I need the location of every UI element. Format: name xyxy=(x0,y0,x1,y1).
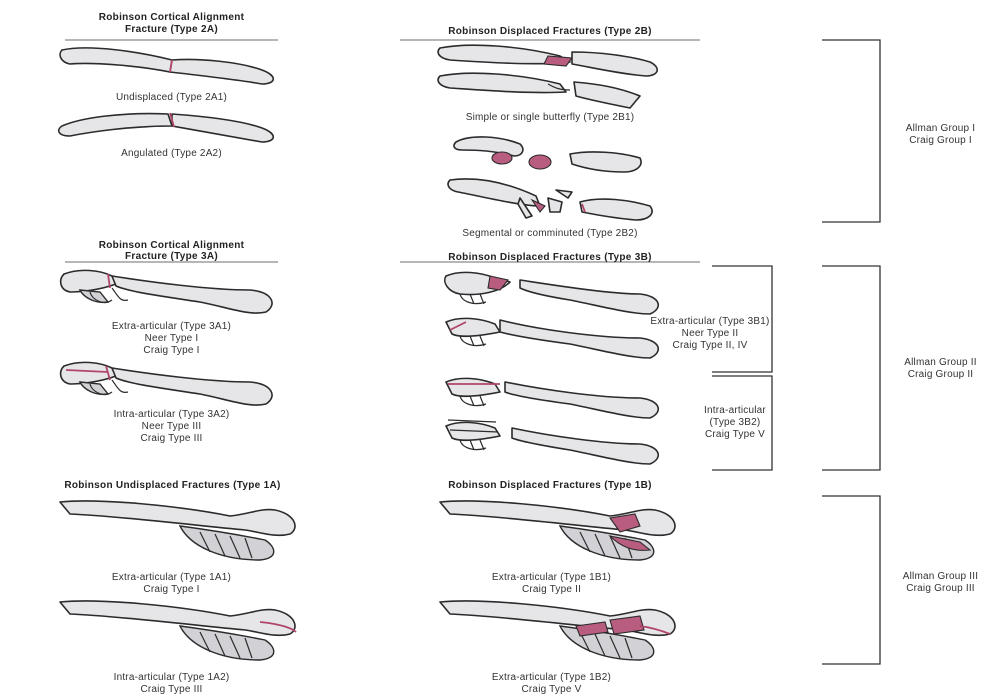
caption-3b2-line3: Craig Type V xyxy=(680,429,790,441)
group1-allman: Allman Group I xyxy=(880,123,1001,135)
caption-1b2-line2: Craig Type V xyxy=(445,684,658,696)
caption-3b1-line1: Extra-articular (Type 3B1) xyxy=(650,316,770,328)
bone-angulated-2a2 xyxy=(59,113,274,142)
title-type1b: Robinson Displaced Fractures (Type 1B) xyxy=(400,480,700,491)
title-type2b: Robinson Displaced Fractures (Type 2B) xyxy=(400,26,700,37)
caption-1a2-line2: Craig Type III xyxy=(65,684,278,696)
fracture-fragment xyxy=(529,155,551,169)
bone-3b2-a xyxy=(446,378,658,418)
bone-2b2-b xyxy=(448,179,652,220)
caption-3b2-line2: (Type 3B2) xyxy=(680,417,790,429)
caption-3b2-line1: Intra-articular xyxy=(680,405,790,417)
fracture-fragment xyxy=(544,56,572,66)
bone-undisplaced-2a1 xyxy=(60,48,273,84)
group2-craig: Craig Group II xyxy=(880,369,1001,381)
caption-2b1: Simple or single butterfly (Type 2B1) xyxy=(400,112,700,124)
caption-1a2-line1: Intra-articular (Type 1A2) xyxy=(65,672,278,684)
bone-2b1-a xyxy=(438,45,657,76)
group1-craig: Craig Group I xyxy=(880,135,1001,147)
caption-1a1-line2: Craig Type I xyxy=(65,584,278,596)
caption-1b1-line1: Extra-articular (Type 1B1) xyxy=(445,572,658,584)
bone-3b1-b xyxy=(446,318,658,358)
caption-1b1-line2: Craig Type II xyxy=(445,584,658,596)
bone-1a1 xyxy=(60,501,295,560)
caption-3a2-line1: Intra-articular (Type 3A2) xyxy=(65,409,278,421)
caption-3a1-line3: Craig Type I xyxy=(65,345,278,357)
caption-3a1-line1: Extra-articular (Type 3A1) xyxy=(65,321,278,333)
title-type1a: Robinson Undisplaced Fractures (Type 1A) xyxy=(0,480,345,491)
bone-3b2-b xyxy=(446,420,658,464)
group2-allman: Allman Group II xyxy=(880,357,1001,369)
caption-3a1-line2: Neer Type I xyxy=(65,333,278,345)
bone-1b2 xyxy=(440,601,675,660)
bone-1a2 xyxy=(60,601,296,660)
caption-2a2: Angulated (Type 2A2) xyxy=(65,148,278,160)
caption-1a1-line1: Extra-articular (Type 1A1) xyxy=(65,572,278,584)
caption-3b1-line3: Craig Type II, IV xyxy=(650,340,770,352)
title-type2a-line2: Fracture (Type 2A) xyxy=(65,24,278,35)
group-bracket xyxy=(822,496,880,664)
group3-craig: Craig Group III xyxy=(880,583,1001,595)
group3-allman: Allman Group III xyxy=(880,571,1001,583)
fracture-fragment xyxy=(492,152,512,164)
title-type2a-line1: Robinson Cortical Alignment xyxy=(65,12,278,23)
bone-3a1 xyxy=(61,270,272,313)
group-bracket xyxy=(822,266,880,470)
fracture-fragment xyxy=(488,276,508,290)
caption-2a1: Undisplaced (Type 2A1) xyxy=(65,92,278,104)
bone-1b1 xyxy=(440,501,675,560)
title-type3a-line1: Robinson Cortical Alignment xyxy=(65,240,278,251)
caption-1b2-line1: Extra-articular (Type 1B2) xyxy=(445,672,658,684)
title-type3a-line2: Fracture (Type 3A) xyxy=(65,251,278,262)
bone-3b1-a xyxy=(445,272,659,314)
bone-2b2-a xyxy=(454,137,641,172)
group-bracket xyxy=(822,40,880,222)
caption-3b1-line2: Neer Type II xyxy=(650,328,770,340)
title-type3b: Robinson Displaced Fractures (Type 3B) xyxy=(400,252,700,263)
bone-2b1-b xyxy=(438,73,640,108)
caption-2b2: Segmental or comminuted (Type 2B2) xyxy=(400,228,700,240)
caption-3a2-line3: Craig Type III xyxy=(65,433,278,445)
caption-3a2-line2: Neer Type III xyxy=(65,421,278,433)
bone-3a2 xyxy=(61,362,272,405)
